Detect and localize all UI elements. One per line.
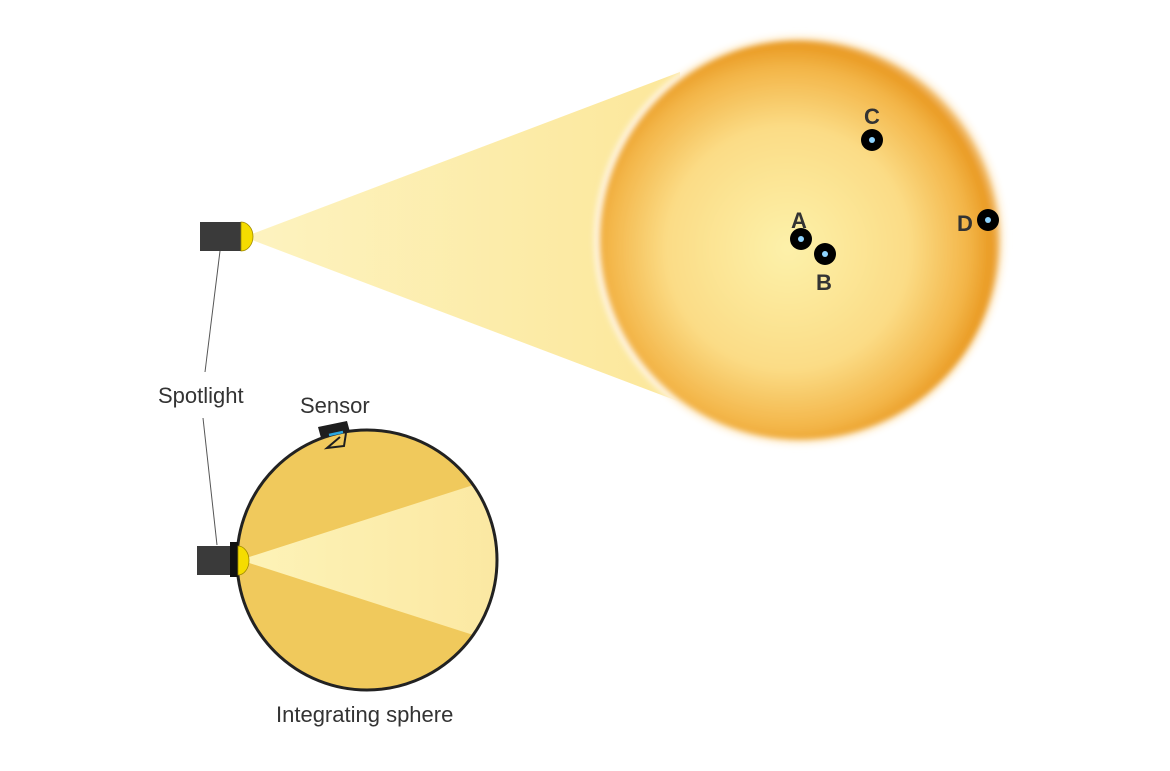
point-label-d: D — [957, 211, 973, 236]
measurement-point-d: D — [957, 209, 999, 236]
light-beam-cone — [244, 72, 680, 402]
measurement-point-c: C — [861, 104, 883, 151]
integrating-sphere-label: Integrating sphere — [276, 702, 453, 727]
spotlight-label: Spotlight — [158, 383, 244, 408]
measurement-point-a: A — [790, 208, 812, 250]
point-label-a: A — [791, 208, 807, 233]
measurement-point-b: B — [814, 243, 836, 295]
sensor-label: Sensor — [300, 393, 370, 418]
point-label-c: C — [864, 104, 880, 129]
spotlight-lamp-top — [200, 221, 254, 252]
integrating-sphere — [235, 428, 499, 692]
spotlight-leader-lines — [202, 250, 221, 546]
sensor-icon — [318, 421, 350, 450]
point-label-b: B — [816, 270, 832, 295]
spotlight-lamp-sphere — [197, 542, 250, 577]
